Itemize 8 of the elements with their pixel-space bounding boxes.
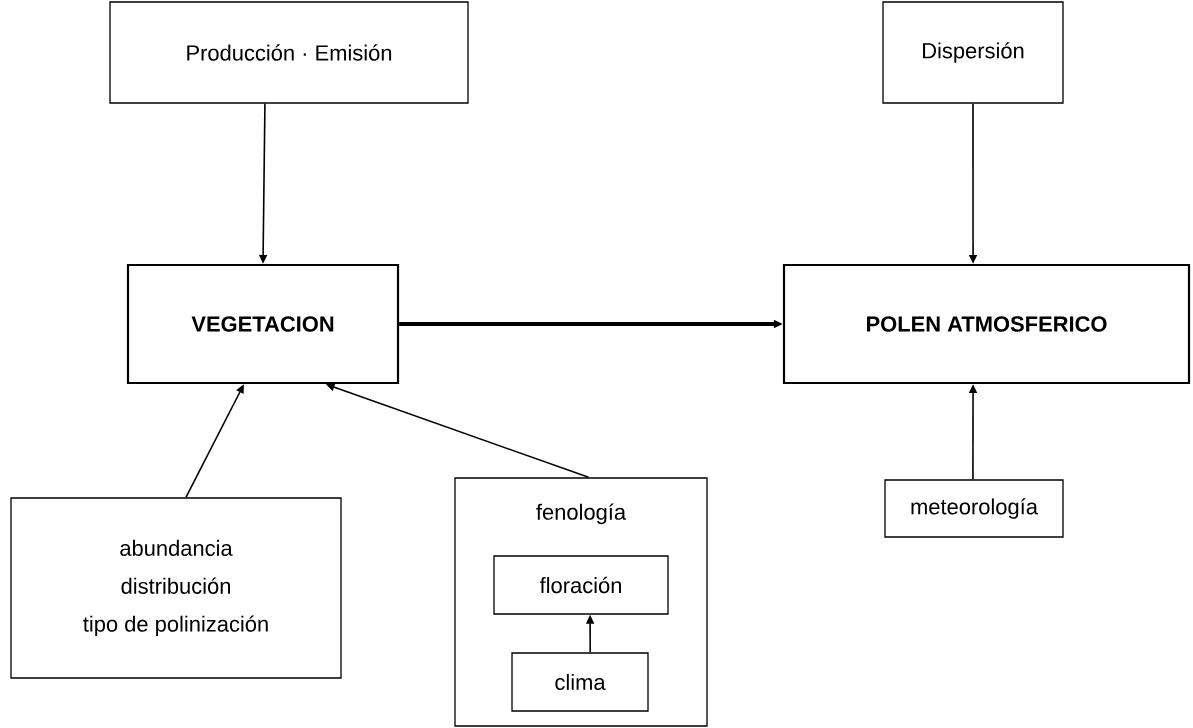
factor-box: Producción · Emisión xyxy=(109,1,469,104)
main-box: VEGETACION xyxy=(126,263,400,385)
factor-box: meteorología xyxy=(884,479,1064,538)
main-box: POLEN ATMOSFERICO xyxy=(782,263,1191,385)
factor-box: abundancia distribución tipo de polinización xyxy=(10,497,342,679)
factor-box: Dispersión xyxy=(882,1,1064,104)
factor-box: floración xyxy=(493,555,669,615)
factor-box: clima xyxy=(511,652,649,712)
